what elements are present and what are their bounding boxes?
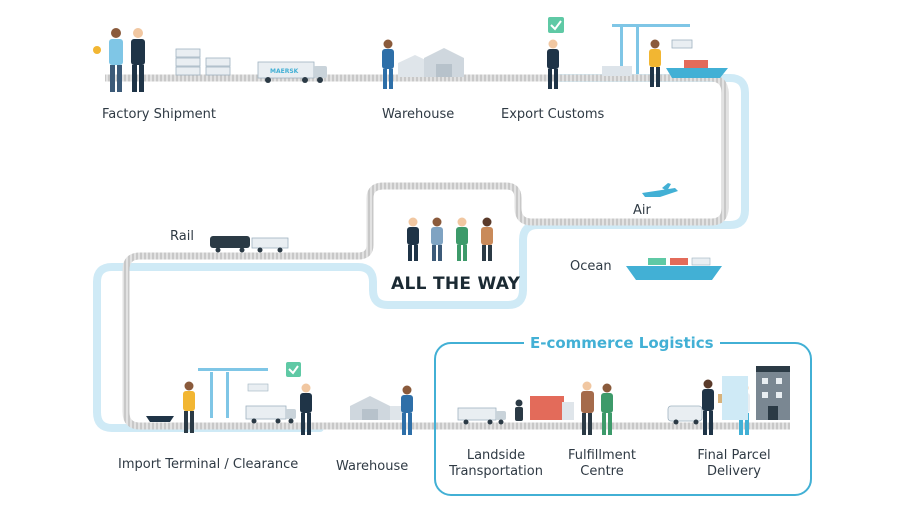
label-warehouse-top: Warehouse: [382, 107, 455, 122]
truck-bottom-icon: [245, 405, 296, 424]
rail-track: [105, 74, 790, 430]
label-ocean: Ocean: [570, 259, 612, 274]
label-rail: Rail: [170, 229, 194, 244]
label-factory-shipment: Factory Shipment: [102, 107, 216, 122]
label-final-parcel-delivery: Final Parcel Delivery: [697, 448, 771, 479]
all-the-way-people: [407, 217, 493, 261]
small-boat-icon: [146, 416, 174, 422]
cargo-boxes: [175, 48, 231, 76]
warehouse-worker: [382, 39, 394, 89]
truck-brand-text: MAERSK: [270, 68, 299, 75]
terminal-worker: [183, 381, 195, 433]
truck-icon: MAERSK: [257, 61, 327, 83]
factory-workers: [93, 28, 145, 92]
warehouse-bottom-icon: [350, 396, 402, 420]
label-landside-transportation: Landside Transportation: [449, 448, 543, 479]
label-import-terminal: Import Terminal / Clearance: [118, 457, 299, 472]
label-air: Air: [633, 203, 651, 218]
customs-officer: [547, 17, 564, 89]
airplane-icon: [642, 183, 678, 197]
clearance-officer: [286, 362, 312, 435]
label-warehouse-bottom: Warehouse: [336, 459, 409, 474]
dock-worker: [649, 39, 661, 87]
label-export-customs: Export Customs: [501, 107, 605, 122]
ship-icon: [666, 39, 728, 78]
landside-truck-icon: [457, 399, 523, 425]
container-ship-icon: [626, 257, 722, 280]
warehouse-icon: [398, 48, 464, 77]
blue-route: [93, 74, 749, 432]
fulfillment-workers: [581, 381, 613, 435]
train-icon: [210, 236, 289, 253]
delivery-van-icon: [667, 405, 703, 425]
ecommerce-logistics-title: E-commerce Logistics: [524, 334, 720, 352]
fulfillment-building-icon: [530, 396, 574, 420]
headline-all-the-way: ALL THE WAY: [391, 274, 521, 294]
port-crane-bottom-icon: [198, 368, 269, 418]
port-crane-icon: [602, 24, 690, 76]
label-fulfillment-centre: Fulfillment Centre: [567, 448, 637, 479]
warehouse-bottom-worker: [401, 385, 413, 435]
city-buildings-icon: [722, 366, 790, 420]
